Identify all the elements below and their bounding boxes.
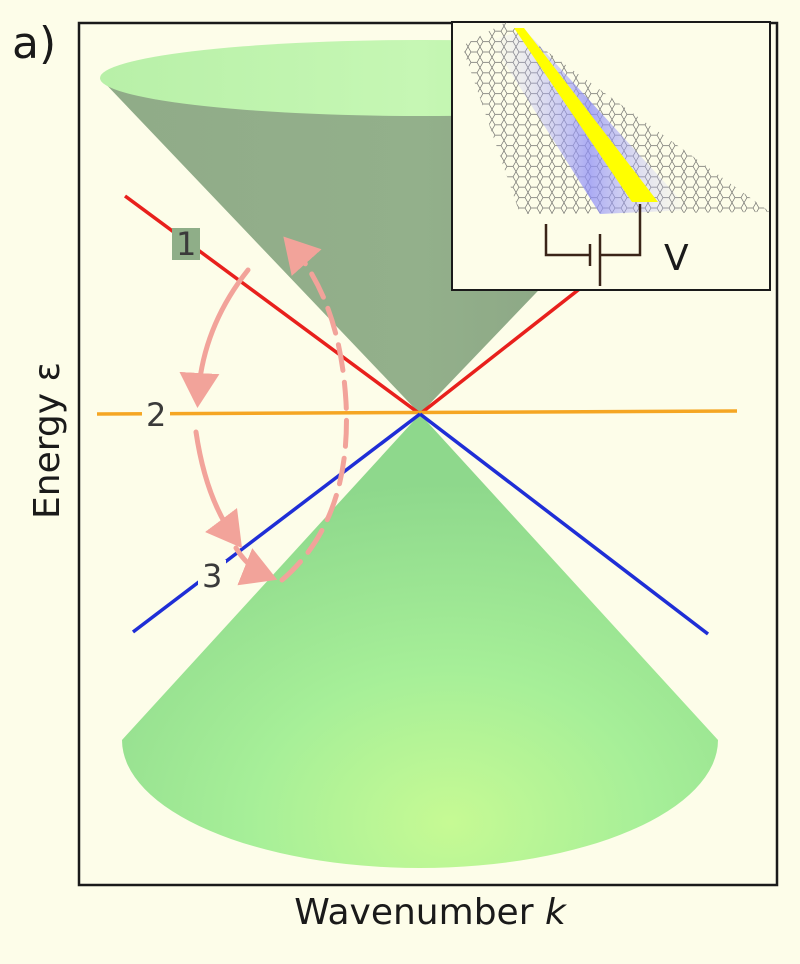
y-axis-label: Energy ε xyxy=(26,361,68,519)
line-label-2: 2 xyxy=(142,399,171,431)
transition-arrows xyxy=(179,236,349,586)
y-axis-label-wrap: Energy ε xyxy=(2,350,92,530)
panel-label: a) xyxy=(12,18,57,69)
lower-dirac-cone xyxy=(122,414,718,868)
graphene-inset xyxy=(451,21,771,291)
x-axis-label: Wavenumber k xyxy=(80,892,780,933)
voltage-label: V xyxy=(664,238,689,279)
arrow-3-to-2-dashed xyxy=(233,545,278,586)
line-3-right xyxy=(418,412,710,636)
line-3 xyxy=(131,412,422,634)
x-axis-label-text: Wavenumber xyxy=(294,892,545,933)
arrow-1-to-2 xyxy=(179,267,251,408)
line-2 xyxy=(96,409,738,416)
line-label-1: 1 xyxy=(172,228,201,260)
x-axis-label-variable: k xyxy=(544,892,566,933)
gate-strip xyxy=(514,28,658,202)
arrow-2-to-3 xyxy=(193,429,242,549)
battery-icon xyxy=(544,204,642,286)
arrow-return-dashed xyxy=(279,236,349,583)
line-label-3: 3 xyxy=(198,560,227,592)
